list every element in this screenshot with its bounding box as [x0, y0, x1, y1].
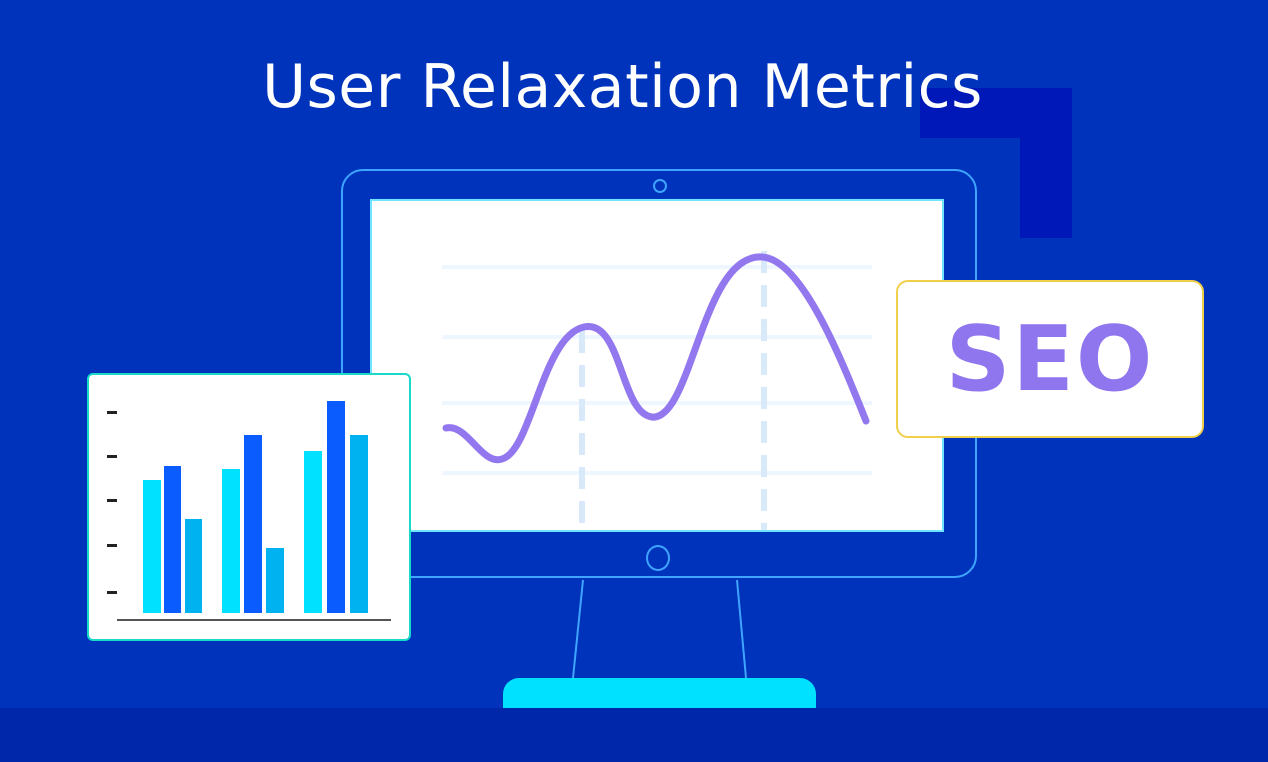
- page-title: User Relaxation Metrics: [262, 52, 983, 122]
- y-axis-ticks: [107, 411, 117, 594]
- seo-badge: SEO: [896, 280, 1204, 438]
- grid-lines: [442, 265, 872, 475]
- seo-badge-label: SEO: [945, 306, 1155, 412]
- bottom-strip: [0, 708, 1268, 762]
- decorative-corner-shape-vertical: [1020, 88, 1072, 238]
- bar-chart-card: [87, 373, 411, 641]
- line-series: [442, 253, 870, 464]
- monitor-screen: [372, 201, 942, 530]
- camera-icon: [653, 179, 667, 193]
- monitor-base: [503, 678, 816, 708]
- line-chart: [442, 251, 872, 530]
- dashed-markers: [579, 251, 767, 530]
- bars: [143, 401, 368, 613]
- power-button-icon: [646, 545, 670, 571]
- bar-chart: [107, 401, 391, 621]
